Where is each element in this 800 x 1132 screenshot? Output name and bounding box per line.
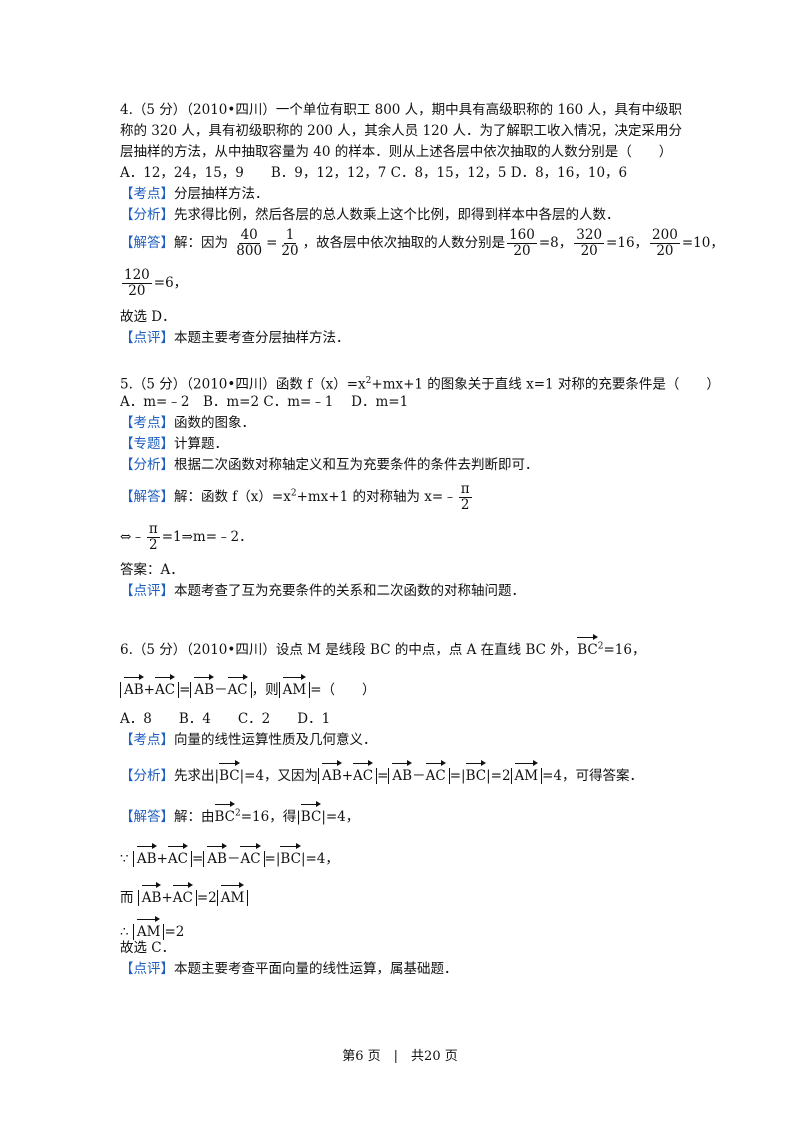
q4-kaodian-text: 分层抽样方法． — [174, 186, 269, 202]
q5-options: A．m=﹣2 B．m=2 C．m=﹣1 D．m=1 — [120, 394, 409, 410]
q5-zhuanti: 【专题】计算题． — [120, 436, 228, 452]
tag-kaodian: 【考点】 — [120, 186, 174, 202]
q6-dianping: 【点评】本题主要考查平面向量的线性运算，属基础题． — [120, 961, 458, 977]
q6-because: ∵ AB+AC=AB－AC=|BC|=4， — [120, 843, 339, 869]
tag-dianping: 【点评】 — [120, 330, 174, 346]
q4-options: A．12，24，15，9 B．9，12，12，7 C．8，15，12，5 D．8… — [120, 165, 628, 181]
tag-jieda: 【解答】 — [120, 235, 174, 251]
q5-stem: 5.（5 分）（2010•四川）函数 f（x）=x2+mx+1 的图象关于直线 … — [120, 376, 720, 393]
q4-stem-line1: 4.（5 分）（2010•四川）一个单位有职工 800 人，期中具有高级职称的 … — [120, 102, 683, 118]
q5-answer: 答案：A． — [120, 562, 184, 578]
q4-fenxi-text: 先求得比例，然后各层的总人数乘上这个比例，即得到样本中各层的人数． — [174, 207, 620, 223]
q4-dianping: 【点评】本题主要考查分层抽样方法． — [120, 330, 350, 346]
q4-stem-line2: 称的 320 人，具有初级职称的 200 人，其余人员 120 人．为了解职工收… — [120, 123, 683, 139]
q4-kaodian: 【考点】分层抽样方法． — [120, 184, 269, 204]
q6-kaodian: 【考点】向量的线性运算性质及几何意义． — [120, 732, 377, 748]
q6-stem-line1: 6.（5 分）（2010•四川）设点 M 是线段 BC 的中点，点 A 在直线 … — [120, 634, 645, 660]
page-footer: 第6 页 | 共20 页 — [342, 1049, 458, 1064]
vector-am: AM — [282, 674, 306, 700]
q6-jieda: 【解答】解：由BC2=16，得|BC|=4， — [120, 801, 359, 827]
q6-choose: 故选 C． — [120, 940, 176, 956]
q4-choose: 故选 D． — [120, 309, 176, 325]
q4-fenxi: 【分析】先求得比例，然后各层的总人数乘上这个比例，即得到样本中各层的人数． — [120, 205, 620, 225]
q4-jieda-mid: ，故各层中依次抽取的人数分别是 — [302, 235, 506, 251]
vector-bc: BC — [577, 634, 598, 660]
q5-dianping: 【点评】本题考查了互为充要条件的关系和二次函数的对称轴问题． — [120, 583, 525, 599]
q6-therefore: ∴ AM=2 — [120, 916, 184, 942]
q4-jieda-pre: 解：因为 — [174, 235, 228, 251]
q5-fenxi: 【分析】根据二次函数对称轴定义和互为充要条件的条件去判断即可． — [120, 457, 539, 473]
q4-stem-line3: 层抽样的方法，从中抽取容量为 40 的样本．则从上述各层中依次抽取的人数分别是（… — [120, 144, 673, 160]
q5-kaodian: 【考点】函数的图象． — [120, 415, 255, 431]
q6-options: A．8 B．4 C．2 D．1 — [120, 711, 331, 727]
tag-fenxi: 【分析】 — [120, 207, 174, 223]
